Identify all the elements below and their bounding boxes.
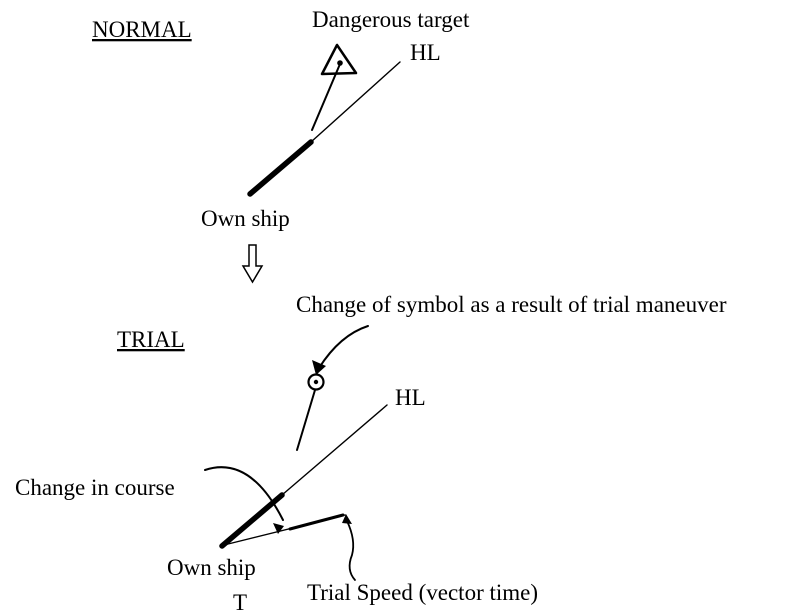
hollow-down-arrow-icon <box>241 244 264 284</box>
trial-speed-pointer <box>346 520 356 581</box>
trial-speed-pointer-head <box>342 514 352 524</box>
trial-section: Change of symbol as a result of trial ma… <box>15 292 727 614</box>
course-change-arrowhead <box>273 523 284 534</box>
trial-course-vector-thick <box>288 513 345 531</box>
symbol-change-pointer-head <box>312 360 326 375</box>
dangerous-target-label: Dangerous target <box>312 7 470 32</box>
symbol-change-pointer <box>318 325 369 369</box>
course-change-label: Change in course <box>15 475 175 500</box>
dangerous-target-icon <box>320 43 358 76</box>
symbol-change-label: Change of symbol as a result of trial ma… <box>296 292 727 317</box>
hl-label-trial: HL <box>395 385 426 410</box>
own-ship-vector-normal <box>247 139 314 197</box>
course-change-curve <box>204 466 284 521</box>
t-label: T <box>233 590 247 614</box>
trial-target-vector-line <box>296 389 316 451</box>
heading-line-normal <box>310 61 401 143</box>
target-vector-line <box>311 63 341 131</box>
hl-label-normal: HL <box>410 40 441 65</box>
normal-heading: NORMAL <box>92 17 192 42</box>
own-ship-label-trial: Own ship <box>167 555 256 580</box>
trial-target-icon <box>307 373 325 391</box>
own-ship-vector-trial <box>219 492 285 549</box>
own-ship-label-normal: Own ship <box>201 206 290 231</box>
heading-line-trial <box>281 404 388 496</box>
normal-section: NORMAL Dangerous target HL Own ship <box>92 7 470 231</box>
trial-speed-label: Trial Speed (vector time) <box>307 580 538 605</box>
trial-heading: TRIAL <box>117 327 185 352</box>
